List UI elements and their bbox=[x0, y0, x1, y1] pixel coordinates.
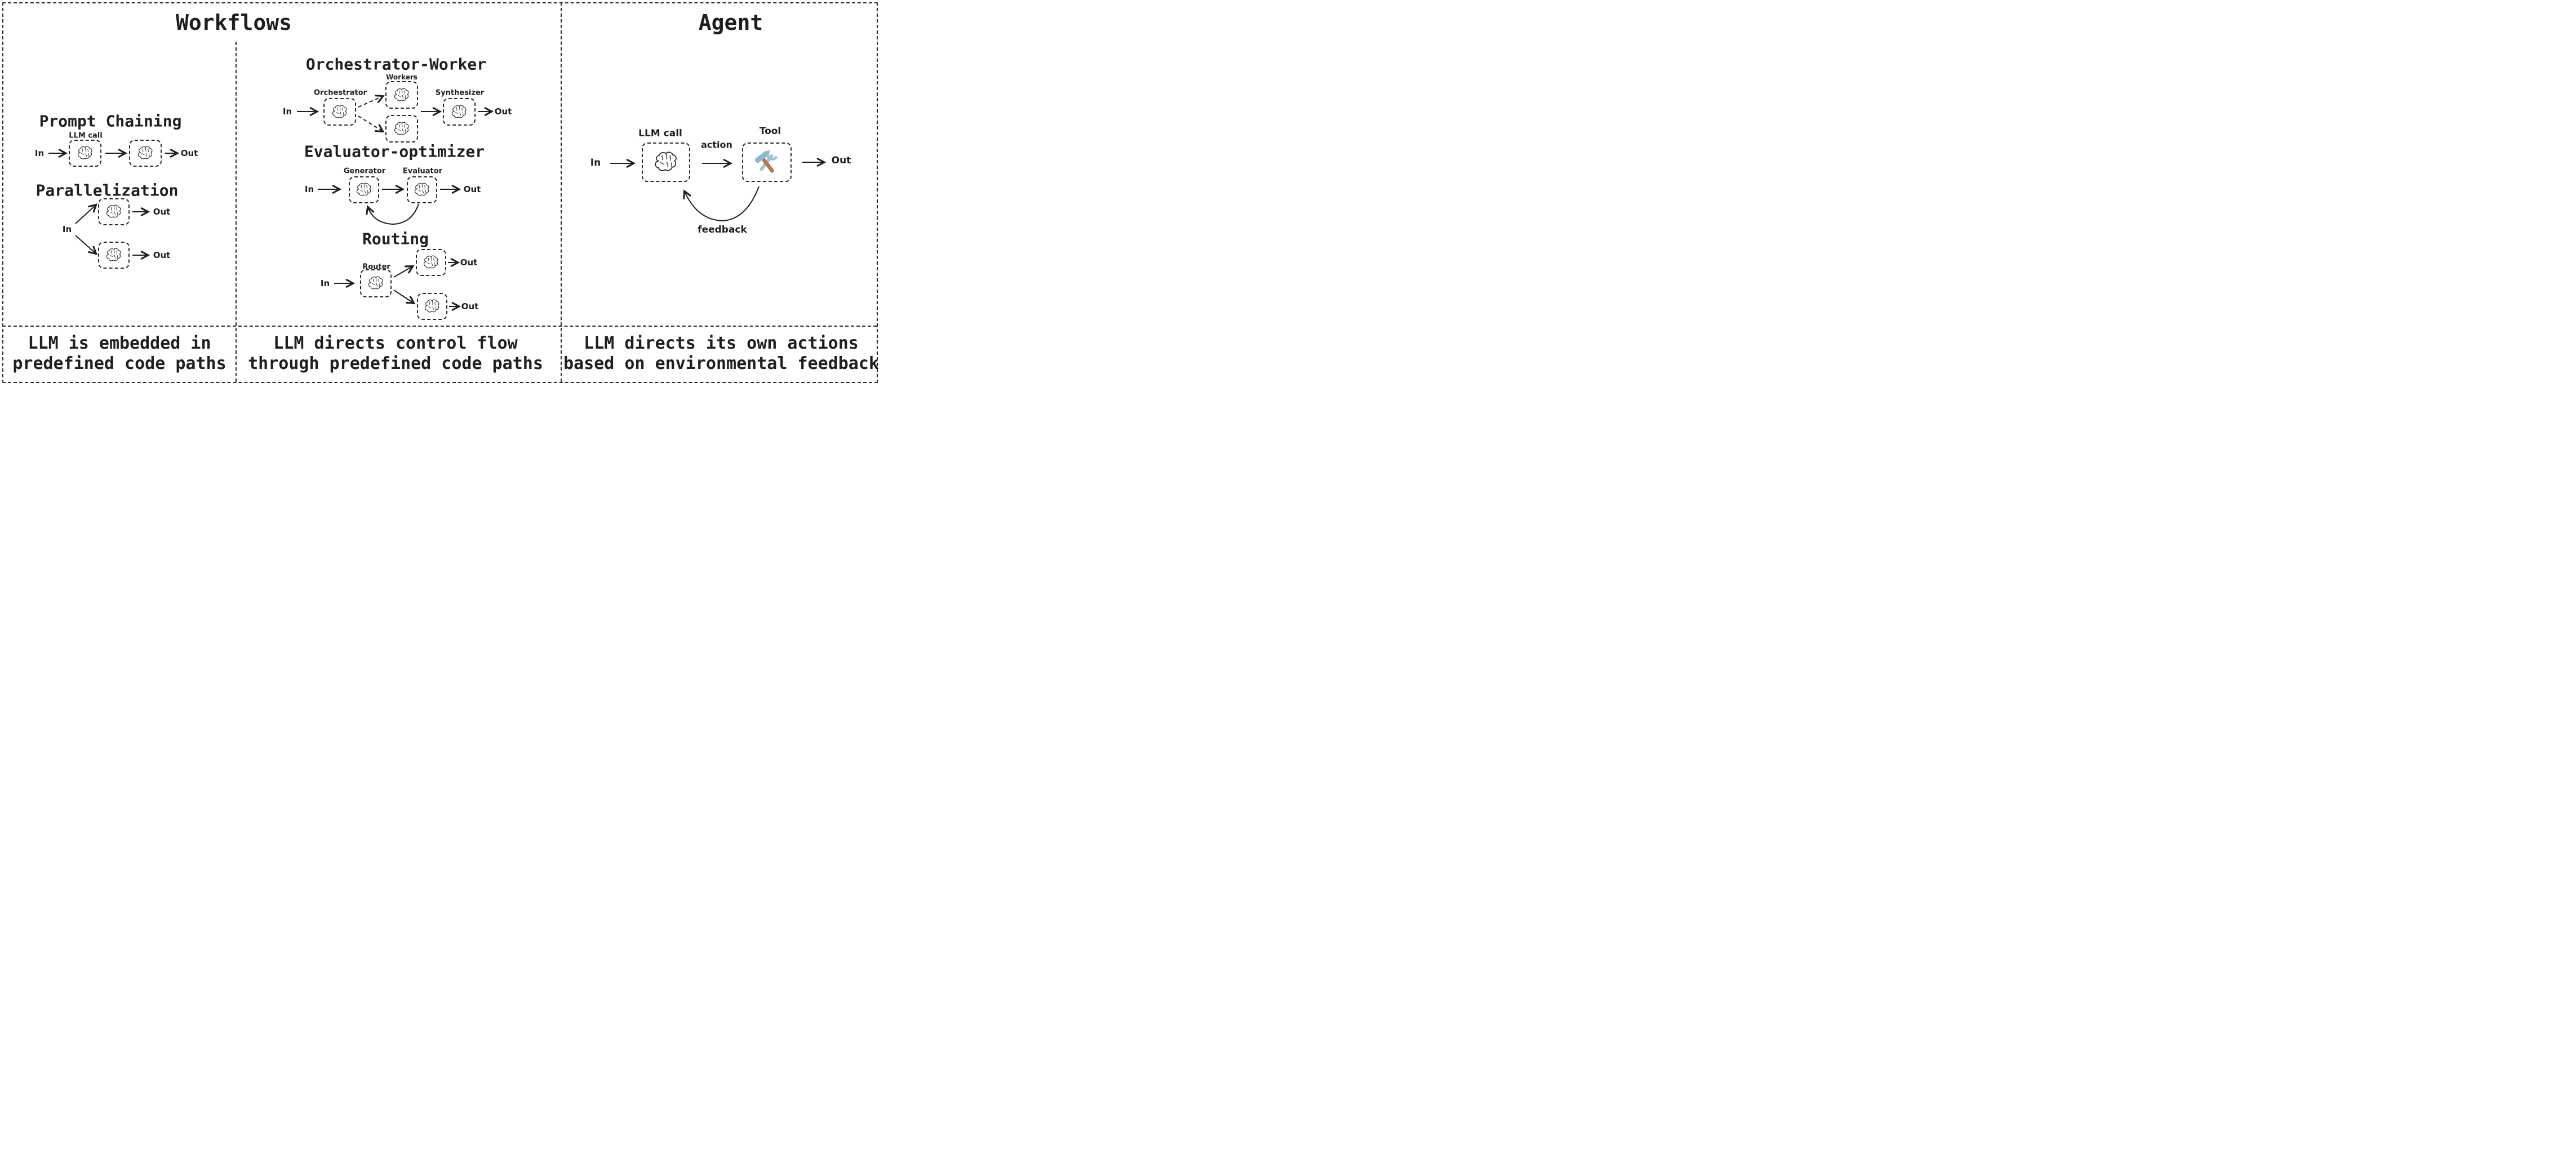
worker-node bbox=[385, 81, 418, 109]
llm-node bbox=[642, 143, 690, 182]
brain-icon bbox=[367, 275, 385, 291]
brain-icon bbox=[105, 247, 123, 263]
workflows-caption-right: LLM directs control flow through predefi… bbox=[248, 333, 543, 374]
arrow-ow-dispatch-up bbox=[358, 95, 385, 108]
workflow-columns-divider bbox=[236, 42, 237, 382]
out-label: Out bbox=[463, 184, 481, 194]
synthesizer-node bbox=[443, 98, 476, 126]
out-label: Out bbox=[460, 257, 478, 268]
brain-icon bbox=[423, 299, 441, 314]
brain-icon bbox=[136, 145, 154, 161]
llm-node bbox=[98, 198, 130, 225]
out-label: Out bbox=[153, 250, 171, 260]
diagram-canvas: Workflows Agent bbox=[0, 0, 883, 395]
llm-node bbox=[129, 140, 162, 167]
in-label: In bbox=[282, 106, 292, 117]
agent-caption: LLM directs its own actions based on env… bbox=[563, 333, 879, 374]
router-label: Router bbox=[362, 262, 390, 271]
evaluator-optimizer-title: Evaluator-optimizer bbox=[304, 142, 485, 161]
arrow-agent-feedback-loop bbox=[683, 186, 760, 222]
arrows-layer bbox=[48, 95, 827, 311]
tool-label: Tool bbox=[759, 126, 781, 137]
caption-line: through predefined code paths bbox=[248, 354, 543, 373]
llm-call-label: LLM call bbox=[638, 128, 682, 139]
workflows-panel-title: Workflows bbox=[176, 10, 292, 35]
out-label: Out bbox=[180, 148, 198, 158]
workers-label: Workers bbox=[386, 73, 418, 81]
caption-line: LLM directs control flow bbox=[273, 333, 518, 353]
tool-node bbox=[742, 143, 792, 182]
brain-icon bbox=[331, 104, 349, 120]
workflows-agent-divider bbox=[561, 2, 562, 382]
hammer-and-wrench-icon bbox=[754, 149, 780, 175]
evaluator-node bbox=[407, 176, 437, 203]
orchestrator-worker-title: Orchestrator-Worker bbox=[305, 55, 487, 74]
workflows-caption-left: LLM is embedded in predefined code paths bbox=[12, 333, 226, 374]
arrow-eo-feedback-loop bbox=[366, 203, 419, 225]
out-label: Out bbox=[461, 301, 479, 311]
llm-node bbox=[98, 242, 130, 269]
brain-icon bbox=[652, 150, 679, 174]
brain-icon bbox=[413, 182, 431, 198]
action-label: action bbox=[701, 139, 732, 150]
llm-call-label: LLM call bbox=[69, 131, 103, 140]
brain-icon bbox=[450, 104, 468, 120]
worker-node bbox=[385, 115, 418, 143]
caption-line: LLM is embedded in bbox=[28, 333, 211, 353]
out-label: Out bbox=[153, 207, 171, 217]
routing-title: Routing bbox=[362, 229, 429, 248]
caption-row-divider bbox=[2, 326, 877, 327]
arrow-rt-route-down bbox=[393, 290, 416, 305]
synthesizer-label: Synthesizer bbox=[435, 88, 485, 97]
brain-icon bbox=[355, 182, 373, 198]
arrow-ow-dispatch-down bbox=[358, 115, 385, 133]
out-label: Out bbox=[494, 106, 512, 117]
evaluator-label: Evaluator bbox=[402, 167, 443, 176]
brain-icon bbox=[393, 87, 411, 103]
caption-line: predefined code paths bbox=[12, 354, 226, 373]
feedback-label: feedback bbox=[698, 224, 747, 235]
agent-panel-title: Agent bbox=[698, 10, 763, 35]
out-label: Out bbox=[831, 155, 851, 166]
in-label: In bbox=[34, 148, 45, 158]
arrow-par-split-down bbox=[75, 235, 98, 255]
caption-line: based on environmental feedback bbox=[563, 354, 879, 373]
brain-icon bbox=[76, 145, 94, 161]
router-node bbox=[360, 269, 392, 297]
parallelization-title: Parallelization bbox=[35, 181, 179, 200]
caption-line: LLM directs its own actions bbox=[584, 333, 859, 353]
brain-icon bbox=[105, 204, 123, 220]
in-label: In bbox=[320, 278, 330, 288]
llm-node bbox=[416, 249, 446, 276]
generator-node bbox=[349, 176, 379, 203]
orchestrator-node bbox=[323, 98, 356, 126]
arrow-rt-route-up bbox=[393, 265, 415, 278]
in-label: In bbox=[304, 184, 314, 194]
brain-icon bbox=[393, 121, 411, 137]
llm-node bbox=[69, 140, 101, 167]
generator-label: Generator bbox=[343, 167, 386, 176]
arrow-par-split-up bbox=[75, 203, 98, 224]
orchestrator-label: Orchestrator bbox=[314, 88, 367, 97]
prompt-chaining-title: Prompt Chaining bbox=[39, 112, 182, 131]
in-label: In bbox=[62, 224, 72, 234]
llm-node bbox=[417, 293, 447, 320]
outer-dashed-border bbox=[2, 2, 878, 383]
brain-icon bbox=[422, 255, 440, 270]
in-label: In bbox=[590, 157, 601, 168]
